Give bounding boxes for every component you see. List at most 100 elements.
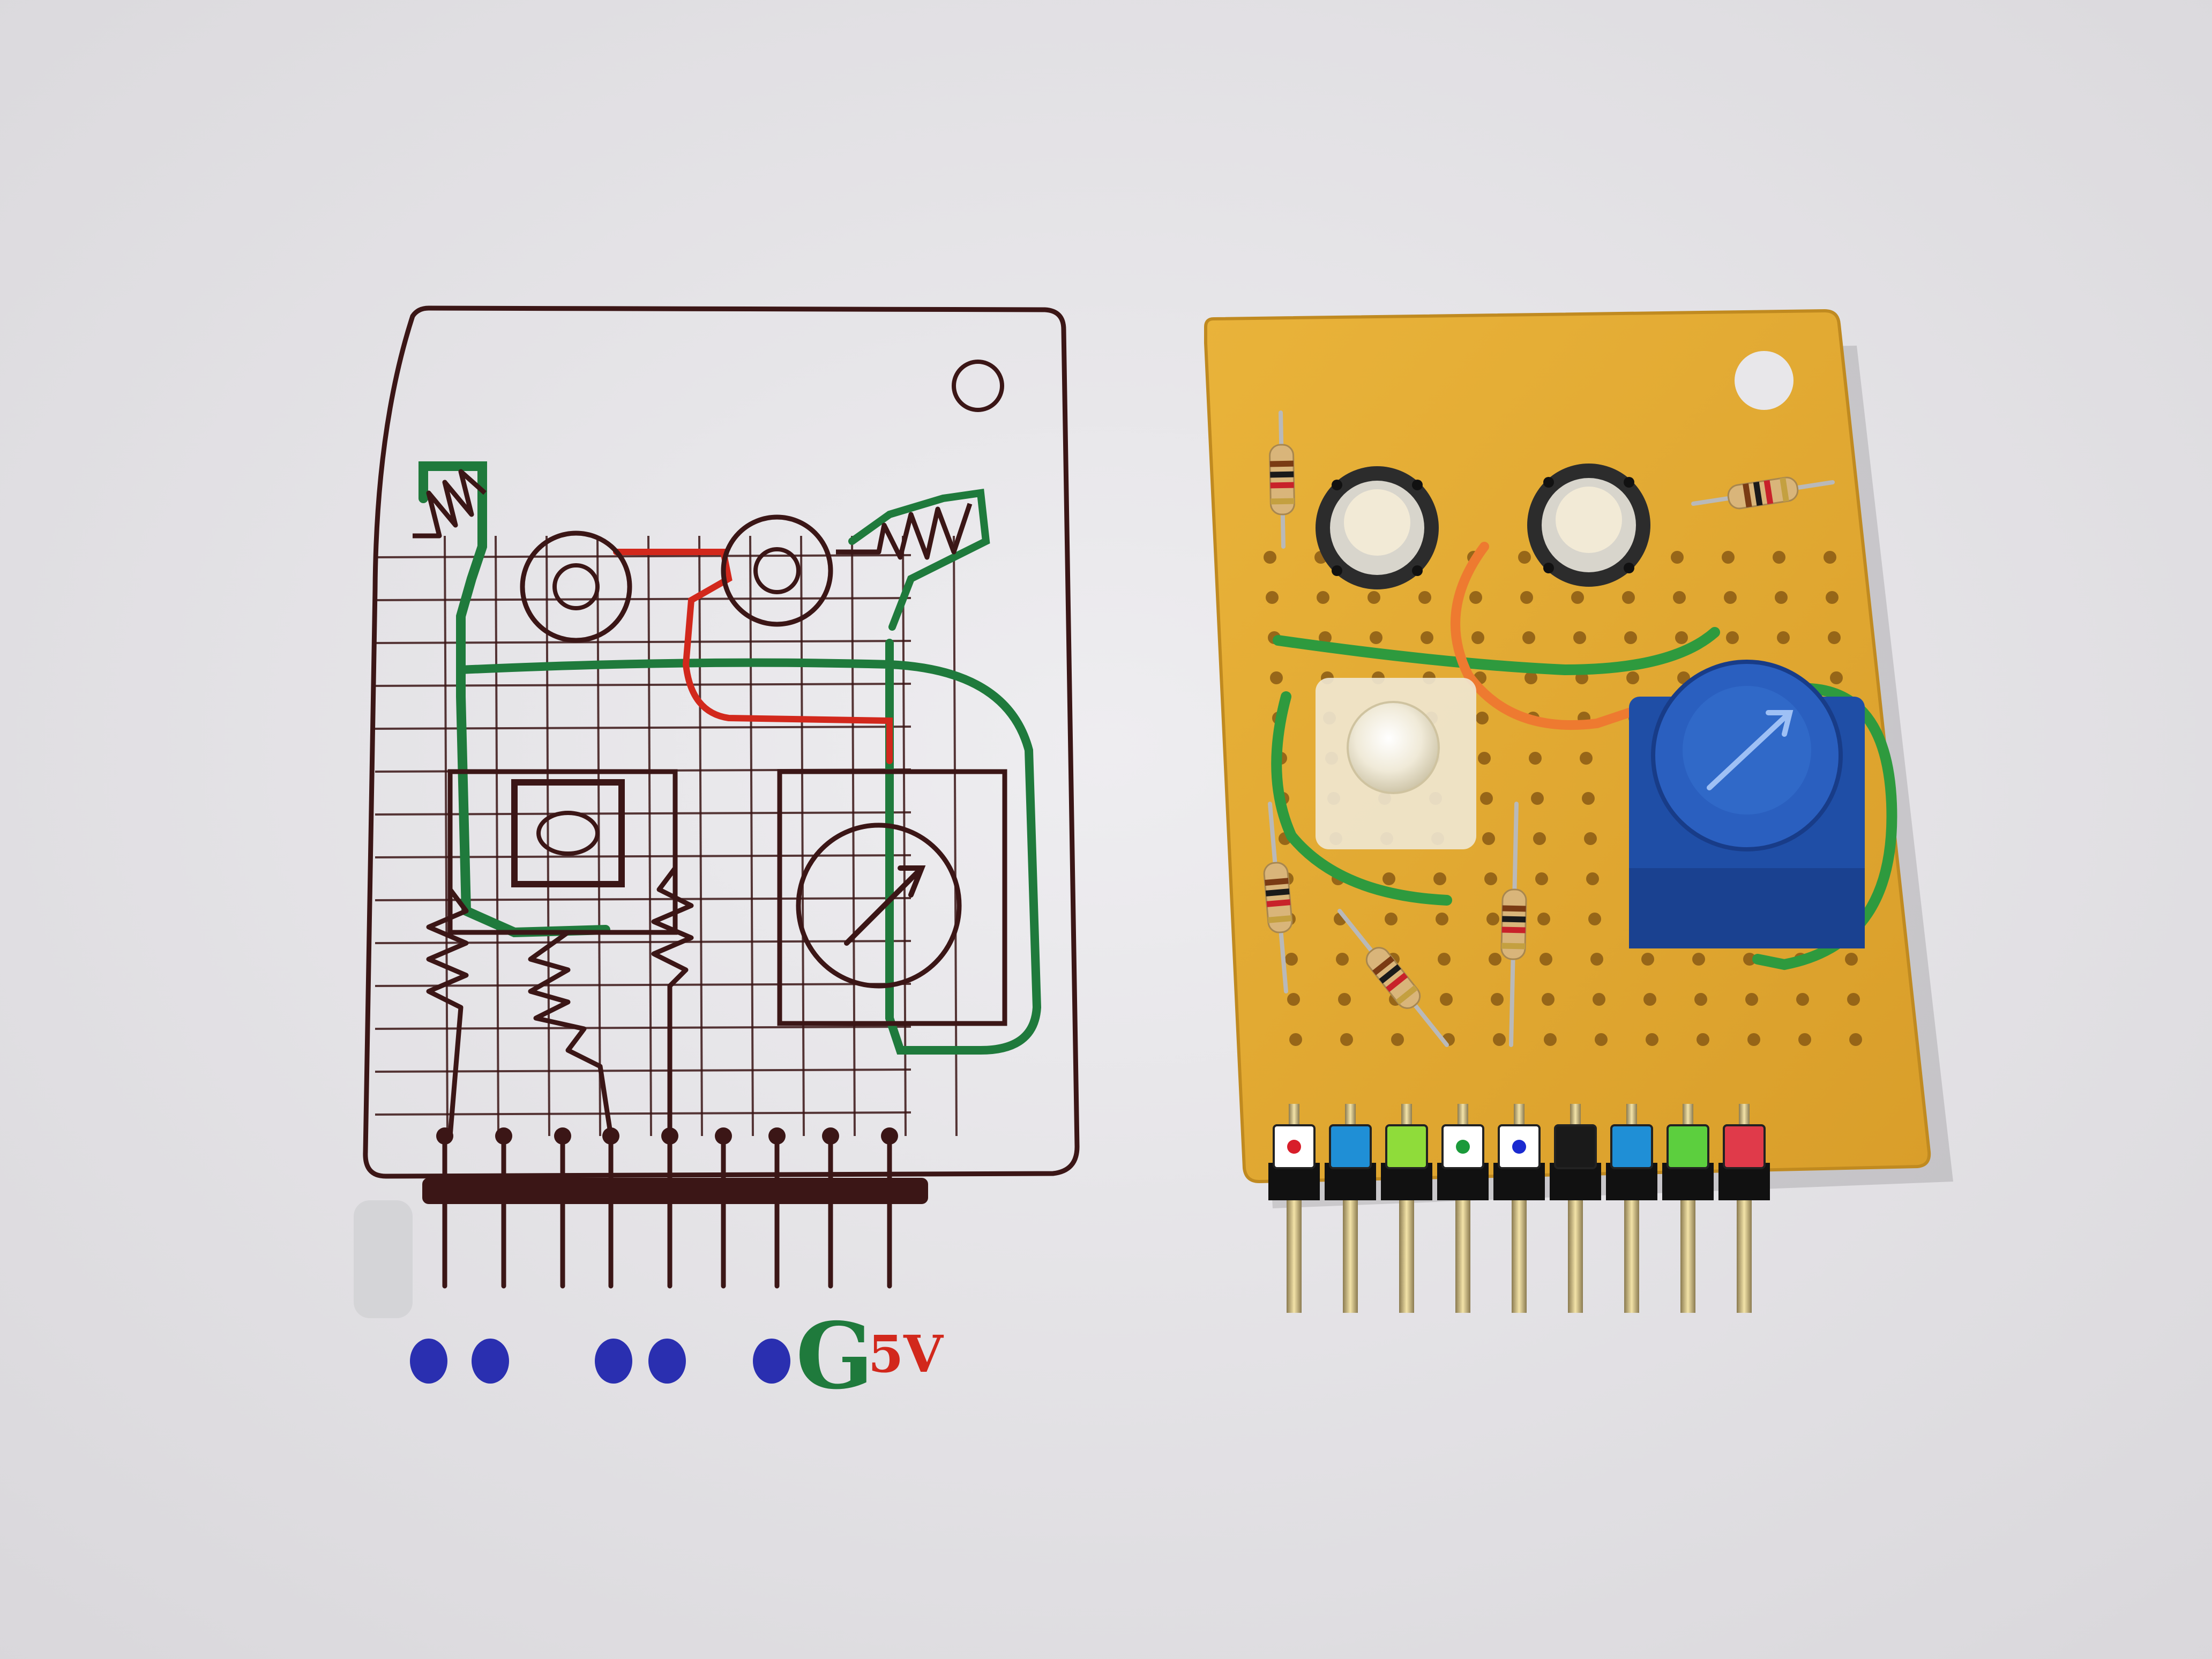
sketch-pot-arrow [844, 865, 926, 946]
header-pin-leg [1399, 1200, 1414, 1313]
header-pin-leg [1737, 1200, 1752, 1313]
board-hole [1828, 631, 1841, 644]
sketch-grid-line [647, 535, 652, 1137]
board-hole [1491, 993, 1504, 1006]
led-module [1316, 678, 1476, 849]
board-hole [1480, 792, 1493, 805]
board-hole [1370, 631, 1382, 644]
board-hole [1743, 953, 1756, 966]
resistor-band [1268, 915, 1292, 923]
board-hole [1626, 671, 1639, 684]
hand-drawn-sketch: G 5V [354, 305, 1080, 1410]
board-hole [1382, 872, 1395, 885]
resistor-body [1263, 862, 1293, 933]
sketch-resistor-vertical [651, 866, 694, 1136]
board-hole [1391, 1033, 1404, 1046]
resistor-band [1753, 481, 1763, 506]
board-hole [1340, 1033, 1353, 1046]
resistor-band [1502, 916, 1526, 923]
board-hole [1287, 993, 1300, 1006]
board-hole [1484, 872, 1497, 885]
board-hole [1724, 591, 1737, 604]
sketch-pot-dial [796, 823, 962, 989]
sketch-pot-outline [777, 769, 1007, 1026]
board-mount-hole [1735, 351, 1793, 410]
sketch-green-trace [848, 489, 990, 631]
sketch-resistor-vertical [528, 930, 614, 1137]
resistor-band [1502, 905, 1526, 912]
board-hole [1436, 913, 1448, 925]
header-pin-mark [1456, 1140, 1470, 1154]
header-pin-leg [1512, 1200, 1527, 1313]
resistors [1263, 410, 1835, 1047]
board-hole [1438, 953, 1451, 966]
resistor-band [1385, 973, 1408, 992]
board-hole [1726, 631, 1739, 644]
sketch-grid-line [375, 983, 911, 987]
green-jumper-wire [1273, 627, 1720, 676]
board-hole [1533, 832, 1546, 845]
sketch-pin-solder-dot [495, 1127, 512, 1145]
board-hole [1777, 631, 1790, 644]
push-button-left [1316, 466, 1439, 589]
sketch-red-trace [613, 549, 893, 764]
board-hole [1847, 993, 1860, 1006]
board-hole [1319, 631, 1332, 644]
header-pin-cap [1723, 1124, 1766, 1169]
resistor-band [1501, 943, 1526, 950]
sketch-grid-line [698, 535, 703, 1137]
resistor-band [1379, 964, 1401, 984]
sketch-grid-line [545, 535, 550, 1137]
board-hole [1478, 752, 1491, 765]
sketch-grid-line [495, 535, 499, 1137]
sketch-green-trace [419, 461, 610, 938]
sketch-pin-solder-dot [768, 1127, 786, 1145]
sketch-button-left [520, 530, 632, 643]
board-hole [1264, 551, 1276, 564]
sketch-button-left-inner [552, 563, 600, 610]
resistor-band [1395, 985, 1418, 1005]
sketch-blue-pin-dot [648, 1339, 686, 1384]
sketch-resistor-top-left [413, 469, 487, 539]
header-pin-cap [1329, 1124, 1372, 1169]
board-hole [1285, 953, 1298, 966]
sketch-grid-line [444, 535, 449, 1137]
sketch-blue-pin-dot [472, 1339, 509, 1384]
board-hole [1469, 591, 1482, 604]
board-hole [1675, 631, 1688, 644]
board-hole [1535, 872, 1548, 885]
board-hole [1671, 551, 1684, 564]
board-hole [1476, 712, 1489, 724]
sketch-power-label: 5V [868, 1325, 944, 1384]
resistor-band [1780, 477, 1789, 502]
sketch-button-right-inner [753, 547, 801, 594]
sketch-pin-solder-dot [554, 1127, 571, 1145]
sketch-grid-line [375, 1111, 911, 1116]
header-pin-leg [1568, 1200, 1583, 1313]
board-hole [1586, 872, 1599, 885]
board-hole [1266, 591, 1279, 604]
sketch-led-body [511, 779, 625, 887]
sketch-grid [375, 535, 958, 1137]
sketch-board-outline [363, 305, 1080, 1179]
board-hole [1571, 591, 1584, 604]
board-hole [1641, 953, 1654, 966]
board-hole [1845, 953, 1858, 966]
board-hole [1440, 993, 1453, 1006]
sketch-header-strip [422, 1178, 928, 1204]
board-hole [1588, 913, 1601, 925]
board-hole [1289, 1033, 1302, 1046]
board-hole [1482, 832, 1495, 845]
resistor [1365, 947, 1421, 1009]
push-button-right [1527, 464, 1650, 587]
resistor-band [1501, 926, 1526, 933]
header-pin-leg [1287, 1200, 1302, 1313]
sketch-pin-solder-dot [715, 1127, 732, 1145]
board-hole [1830, 671, 1843, 684]
sketch-ground-label: G [796, 1303, 873, 1410]
sketch-resistor-vertical [426, 888, 469, 1137]
sketch-grid-line [953, 535, 958, 1137]
resistor-band [1271, 498, 1295, 505]
board-hole [1747, 1033, 1760, 1046]
